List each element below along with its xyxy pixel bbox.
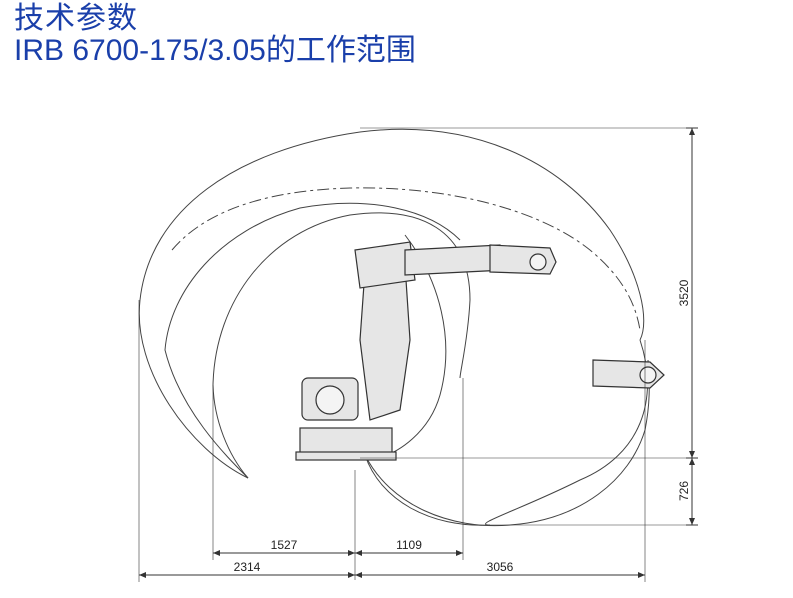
robot-lower-arm (359, 264, 411, 421)
inner-reach-curve (212, 212, 471, 386)
lower-inner-curve (369, 234, 447, 461)
dim-label-3520: 3520 (677, 279, 691, 306)
outer-dashed-curve (171, 187, 641, 331)
robot-base-foot (295, 451, 397, 461)
base-inner-curve (212, 384, 249, 479)
dim-label-3056: 3056 (487, 560, 514, 574)
outer-envelope-curve (138, 128, 645, 479)
model-subtitle: IRB 6700-175/3.05的工作范围 (14, 34, 416, 67)
title-block: 技术参数 IRB 6700-175/3.05的工作范围 (14, 4, 416, 66)
lower-envelope-curve (364, 339, 648, 526)
robot-arm (295, 241, 665, 461)
dim-label-726: 726 (677, 481, 691, 501)
page-title: 技术参数 (14, 1, 138, 36)
robot-joint-shoulder (354, 241, 416, 289)
inner-envelope-curve (164, 202, 461, 479)
dim-label-1109: 1109 (396, 538, 422, 552)
dim-label-1527: 1527 (271, 538, 298, 552)
dim-label-2314: 2314 (234, 560, 261, 574)
lower-right-curve (364, 359, 650, 527)
